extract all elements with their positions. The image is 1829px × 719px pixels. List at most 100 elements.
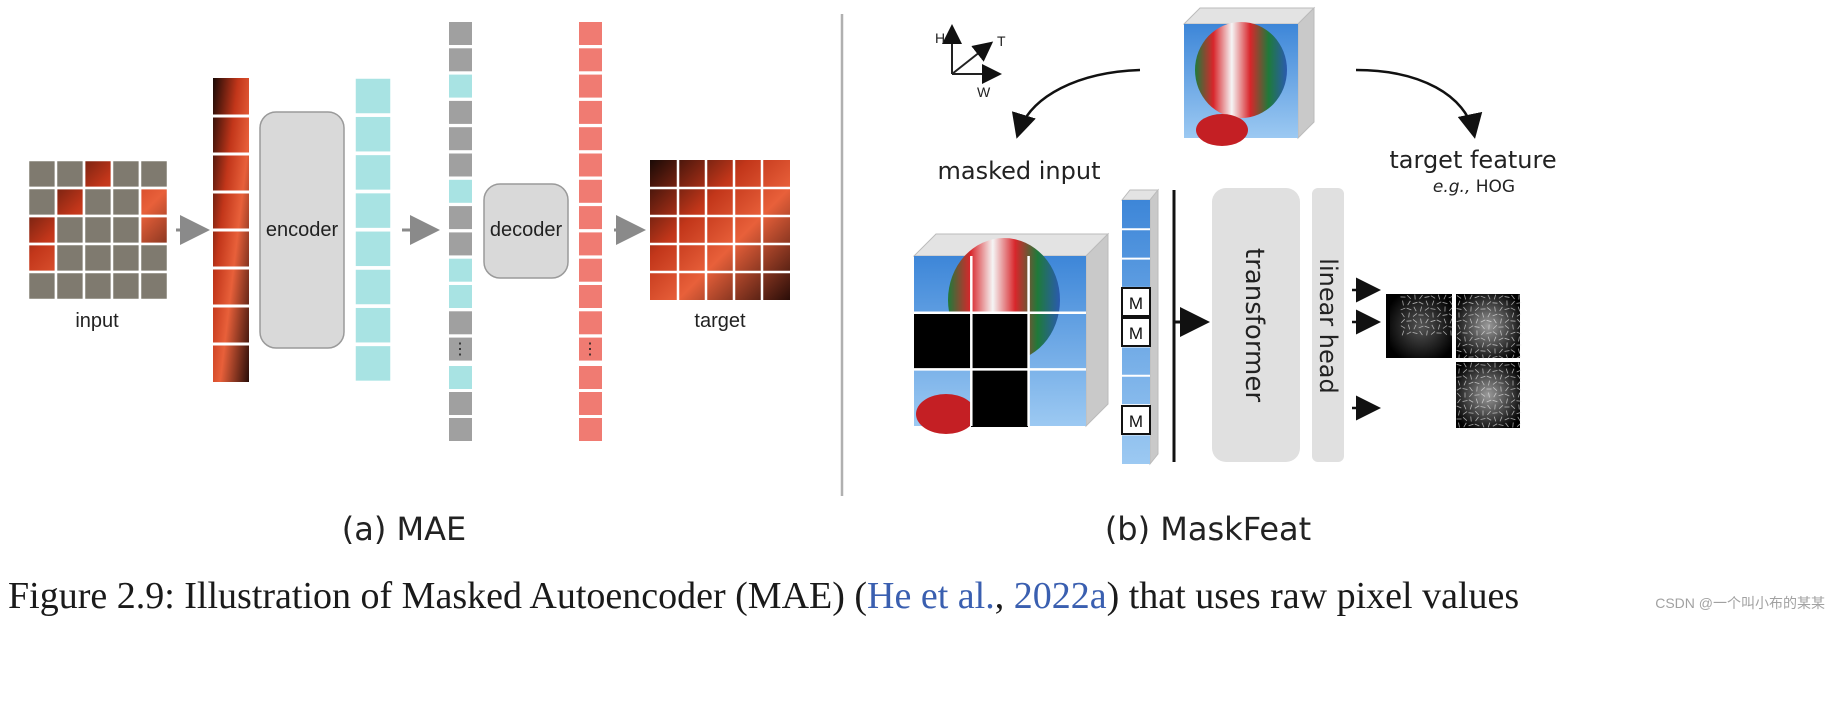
decoder-output-token (579, 127, 602, 151)
target-feature-label: target feature (1389, 146, 1556, 174)
visible-patches-column (213, 78, 249, 382)
masked-input-cube (912, 232, 1110, 434)
encoded-token (354, 306, 392, 344)
arrow-to-masked-input (1011, 68, 1141, 139)
decoder-output-token (579, 258, 602, 282)
eg-text: e.g., (1433, 177, 1470, 197)
decoder-input-token (449, 48, 472, 72)
decoder-output-token (579, 366, 602, 389)
mask-token-box (1121, 287, 1151, 317)
input-patch (110, 242, 142, 274)
decoder-input-token (449, 100, 472, 124)
citation-author: He et al. (867, 575, 995, 617)
video-cube (1182, 6, 1316, 146)
citation-year: 2022a (1014, 575, 1107, 617)
decoder-output-ellipsis: ⋮ (582, 341, 598, 358)
input-patch (54, 158, 86, 190)
input-patch (54, 242, 86, 274)
decoder-output-token (579, 232, 602, 256)
decoder-input-token (449, 418, 472, 441)
decoder-input-token (449, 337, 472, 361)
input-patch (26, 270, 58, 302)
masked-patch (971, 370, 1028, 427)
watermark: CSDN @一个叫小布的某某 (1655, 595, 1825, 611)
decoder-input-token (449, 153, 472, 177)
decoder-input-token (449, 206, 472, 230)
input-label: input (75, 310, 119, 332)
decoder-input-token (449, 392, 472, 415)
decoder-output-token (579, 311, 602, 335)
linear-head-block (1312, 188, 1344, 462)
input-patch (26, 186, 58, 218)
encoded-token (354, 191, 392, 230)
input-patch (82, 270, 114, 302)
decoder-output-token (579, 100, 602, 124)
decoder-input-token (449, 232, 472, 256)
target-label: target (694, 310, 746, 332)
decoder-output-token (579, 179, 602, 203)
encoded-token (354, 268, 392, 306)
input-patch (82, 214, 114, 246)
axis-h-label: H (935, 30, 945, 46)
decoder-input-token (449, 74, 472, 98)
decoder-input-token (449, 285, 472, 308)
token-strip: MMM (1120, 188, 1160, 466)
panel-a-mae: input encoder ⋮ decoder ⋮ target (a) MAE (26, 22, 790, 548)
encoded-token (354, 153, 392, 192)
mask-token-box (1121, 317, 1151, 347)
input-patch (110, 214, 142, 246)
figure-caption-prefix: Figure 2.9: Illustration of Masked Autoe… (8, 575, 867, 617)
decoder-input-token (449, 127, 472, 151)
masked-patch (914, 313, 971, 370)
decoder-output-token (579, 206, 602, 230)
decoder-output-token (579, 48, 602, 72)
decoder-output-token (579, 74, 602, 98)
decoder-output-token (579, 392, 602, 415)
panel-b-maskfeat: H T W masked input target feature e.g., … (912, 6, 1557, 548)
transformer-block (1212, 188, 1300, 462)
mask-token-label: M (1129, 324, 1143, 343)
masked-patch (971, 313, 1028, 370)
masked-input-label: masked input (938, 157, 1101, 185)
encoded-token (354, 77, 392, 115)
transformer-label: transformer (1239, 248, 1269, 402)
decoder-input-token (449, 311, 472, 335)
input-image-grid (26, 158, 170, 302)
axis-w-label: W (977, 84, 991, 100)
target-image-grid (650, 160, 790, 300)
panel-b-caption: (b) MaskFeat (1105, 510, 1311, 548)
mask-token-label: M (1129, 294, 1143, 313)
input-patch (82, 242, 114, 274)
mask-token-label: M (1129, 412, 1143, 431)
decoder-output-token (579, 153, 602, 177)
input-patch (110, 158, 142, 190)
input-patch (82, 186, 114, 218)
arrow-to-target-feature (1355, 68, 1483, 139)
panel-a-caption: (a) MAE (342, 510, 466, 548)
hog-feature-maps (1386, 294, 1522, 428)
target-feature-sublabel: e.g., HOG (1433, 177, 1515, 197)
decoder-input-token (449, 366, 472, 389)
input-patch (138, 158, 170, 190)
encoded-token (354, 230, 392, 268)
axis-t-label: T (997, 33, 1006, 49)
decoder-output-token (579, 22, 602, 45)
decoder-input-ellipsis: ⋮ (452, 341, 468, 358)
citation-separator: , (995, 575, 1014, 617)
encoded-token (354, 344, 392, 383)
encoder-block (259, 111, 345, 349)
decoder-input-token (449, 258, 472, 282)
input-patch (54, 270, 86, 302)
input-patch (26, 158, 58, 190)
decoder-block (483, 183, 569, 279)
decoder-output-token (579, 285, 602, 308)
input-patch (54, 214, 86, 246)
figure-caption-suffix: ) that uses raw pixel values (1107, 575, 1520, 617)
axes-icon (942, 24, 1002, 84)
decoder-input-token (449, 22, 472, 45)
decoder-input-tokens-column (449, 22, 472, 441)
input-patch (138, 242, 170, 274)
figure-caption: Figure 2.9: Illustration of Masked Autoe… (8, 575, 1519, 617)
decoder-output-token (579, 337, 602, 361)
